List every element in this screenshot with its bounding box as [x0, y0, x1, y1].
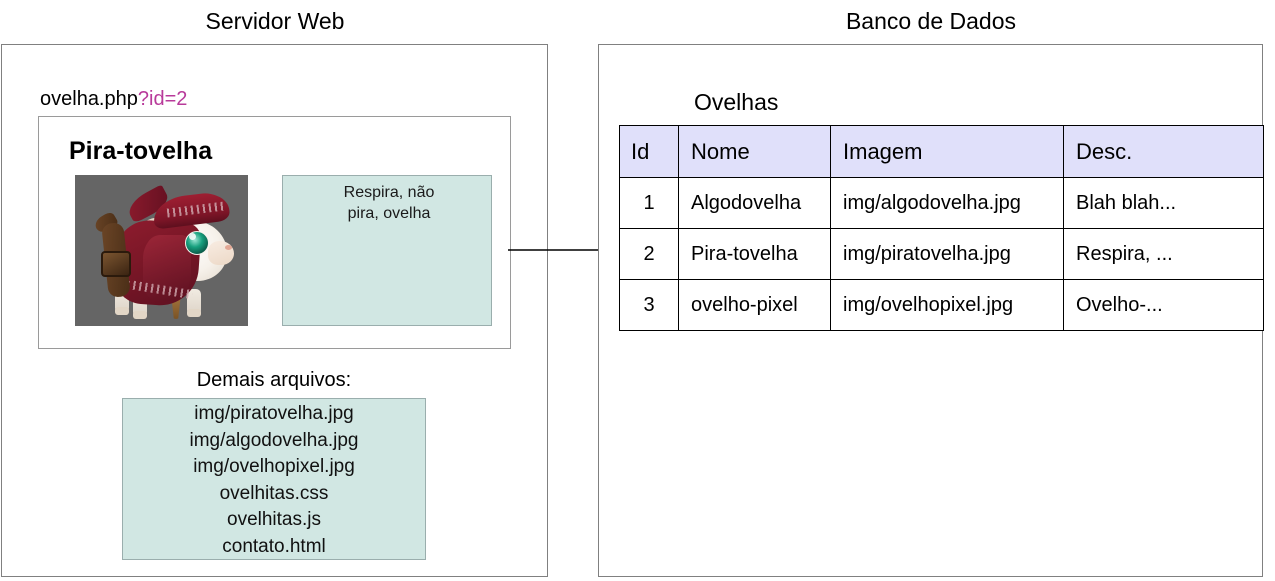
page-heading: Pira-tovelha: [69, 137, 213, 165]
column-header-desc: Desc.: [1063, 125, 1264, 178]
cell-id: 3: [619, 279, 679, 331]
other-files-box: [122, 398, 426, 560]
file-item: img/piratovelha.jpg: [194, 403, 354, 424]
cell-id: 1: [619, 177, 679, 229]
url-query-string: ?id=2: [137, 88, 188, 110]
cell-nome: Pira-tovelha: [678, 228, 831, 280]
url-line: ovelha.php?id=2: [40, 87, 187, 111]
file-item: img/ovelhopixel.jpg: [193, 456, 355, 477]
cell-nome: Algodovelha: [678, 177, 831, 229]
cell-nome: ovelho-pixel: [678, 279, 831, 331]
table-row: 1 Algodovelha img/algodovelha.jpg Blah b…: [619, 177, 1264, 229]
sheep-eye-highlight: [189, 233, 196, 240]
sheep-nose: [225, 245, 232, 250]
database-title: Banco de Dados: [845, 8, 1017, 34]
pirate-sheep-image: [75, 175, 248, 326]
column-header-nome: Nome: [678, 125, 831, 178]
other-files-list: img/piratovelha.jpg img/algodovelha.jpg …: [122, 401, 426, 560]
sheep-hoof-2: [133, 311, 147, 319]
column-header-id: Id: [619, 125, 679, 178]
web-server-title: Servidor Web: [205, 8, 345, 34]
description-line-2: pira, ovelha: [347, 205, 431, 222]
sheep-hoof-1: [115, 307, 129, 315]
cell-id: 2: [619, 228, 679, 280]
file-item: ovelhitas.js: [227, 509, 321, 530]
sheep-hoof-3: [187, 309, 201, 317]
other-files-label: Demais arquivos:: [196, 369, 352, 391]
table-header-row: Id Nome Imagem Desc.: [619, 125, 1264, 178]
file-item: contato.html: [222, 535, 326, 557]
description-line-1: Respira, não: [343, 184, 435, 201]
cell-imagem: img/algodovelha.jpg: [830, 177, 1064, 229]
ovelhas-table: Id Nome Imagem Desc. 1 Algodovelha img/a…: [619, 125, 1264, 331]
sheep-buckle: [101, 251, 131, 277]
page-description-box: [282, 175, 492, 326]
table-name-label: Ovelhas: [694, 89, 779, 115]
column-header-imagem: Imagem: [830, 125, 1064, 178]
file-item: img/algodovelha.jpg: [189, 429, 359, 451]
page-description-text: Respira, não pira, ovelha: [294, 182, 484, 224]
table-row: 3 ovelho-pixel img/ovelhopixel.jpg Ovelh…: [619, 279, 1264, 331]
sheep-peg-leg: [171, 293, 181, 319]
url-base: ovelha.php: [40, 88, 138, 110]
cell-imagem: img/piratovelha.jpg: [830, 228, 1064, 280]
file-item: ovelhitas.css: [219, 482, 329, 504]
cell-desc: Respira, ...: [1063, 228, 1264, 280]
cell-desc: Ovelho-...: [1063, 279, 1264, 331]
cell-desc: Blah blah...: [1063, 177, 1264, 229]
table-row: 2 Pira-tovelha img/piratovelha.jpg Respi…: [619, 228, 1264, 280]
cell-imagem: img/ovelhopixel.jpg: [830, 279, 1064, 331]
